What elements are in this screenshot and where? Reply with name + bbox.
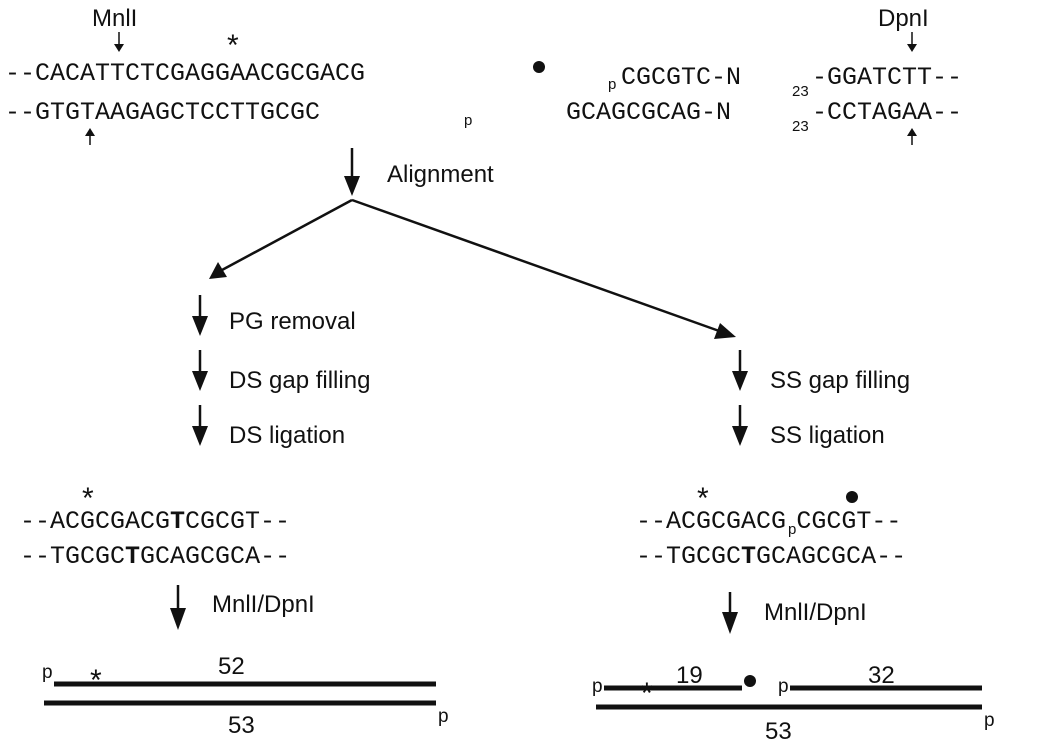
right-substrate-strand-2b: -CCTAGAA-- [812, 98, 962, 127]
subscript-23: 23 [792, 83, 809, 100]
branch-arrow-right [351, 198, 736, 339]
fragment-length-52: 52 [218, 653, 245, 680]
ds-gap-filling-label: DS gap filling [229, 367, 370, 394]
phosphate-label: p [608, 76, 616, 93]
digest-label-right: MnlI/DpnI [764, 599, 867, 626]
phosphate-label: p [438, 706, 449, 727]
right-substrate-strand-2a: GCAGCGCAG-N [566, 98, 731, 127]
alignment-label: Alignment [387, 161, 494, 188]
blocking-group-dot [533, 61, 545, 73]
asterisk-mark: * [82, 482, 94, 515]
blocking-group-dot [744, 675, 756, 687]
ss-gap-filling-label: SS gap filling [770, 367, 910, 394]
right-substrate-strand-1a: CGCGTC-N [621, 63, 741, 92]
ds-gap-filling-arrow [192, 350, 208, 391]
ss-ligation-arrow [732, 405, 748, 446]
digest-arrow-left [170, 585, 186, 630]
ds-ligation-arrow [192, 405, 208, 446]
pg-removal-arrow [192, 295, 208, 336]
ss-gap-filling-arrow [732, 350, 748, 391]
right-product-strand-2: --TGCGCTGCAGCGCA-- [636, 542, 906, 571]
right-substrate-strand-1b: -GGATCTT-- [812, 63, 962, 92]
phosphate-label: p [778, 676, 789, 697]
mnli-cut-arrow-top [114, 32, 124, 52]
asterisk-mark: * [227, 29, 239, 62]
asterisk-mark: * [90, 664, 102, 697]
asterisk-mark: * [697, 482, 709, 515]
branch-arrow-left [209, 198, 353, 279]
phosphate-label: p [592, 676, 603, 697]
mnli-cut-arrow-bottom [85, 128, 95, 145]
dpni-cut-arrow-top [907, 32, 917, 52]
pg-removal-label: PG removal [229, 308, 356, 335]
blocking-group-dot [846, 491, 858, 503]
left-product-strand-2: --TGCGCTGCAGCGCA-- [20, 542, 290, 571]
dpni-cut-arrow-bottom [907, 128, 917, 145]
phosphate-label: p [984, 710, 995, 731]
mnli-label: MnlI [92, 5, 137, 32]
alignment-arrow [344, 148, 360, 196]
dpni-label: DpnI [878, 5, 929, 32]
fragment-length-19: 19 [676, 662, 703, 689]
phosphate-label: p [42, 662, 53, 683]
asterisk-mark: * [641, 677, 653, 710]
phosphate-label: p [464, 112, 472, 129]
digest-arrow-right [722, 592, 738, 634]
subscript-23: 23 [792, 118, 809, 135]
fragment-length-53: 53 [765, 718, 792, 745]
left-substrate-strand-1: --CACATTCTCGAGGAACGCGACG [5, 59, 365, 88]
left-product-strand-1: --ACGCGACGTCGCGT-- [20, 507, 290, 536]
ds-ligation-label: DS ligation [229, 422, 345, 449]
fragment-length-32: 32 [868, 662, 895, 689]
digest-label-left: MnlI/DpnI [212, 591, 315, 618]
ss-ligation-label: SS ligation [770, 422, 885, 449]
fragment-length-53: 53 [228, 712, 255, 739]
left-substrate-strand-2: --GTGTAAGAGCTCCTTGCGC [5, 98, 320, 127]
